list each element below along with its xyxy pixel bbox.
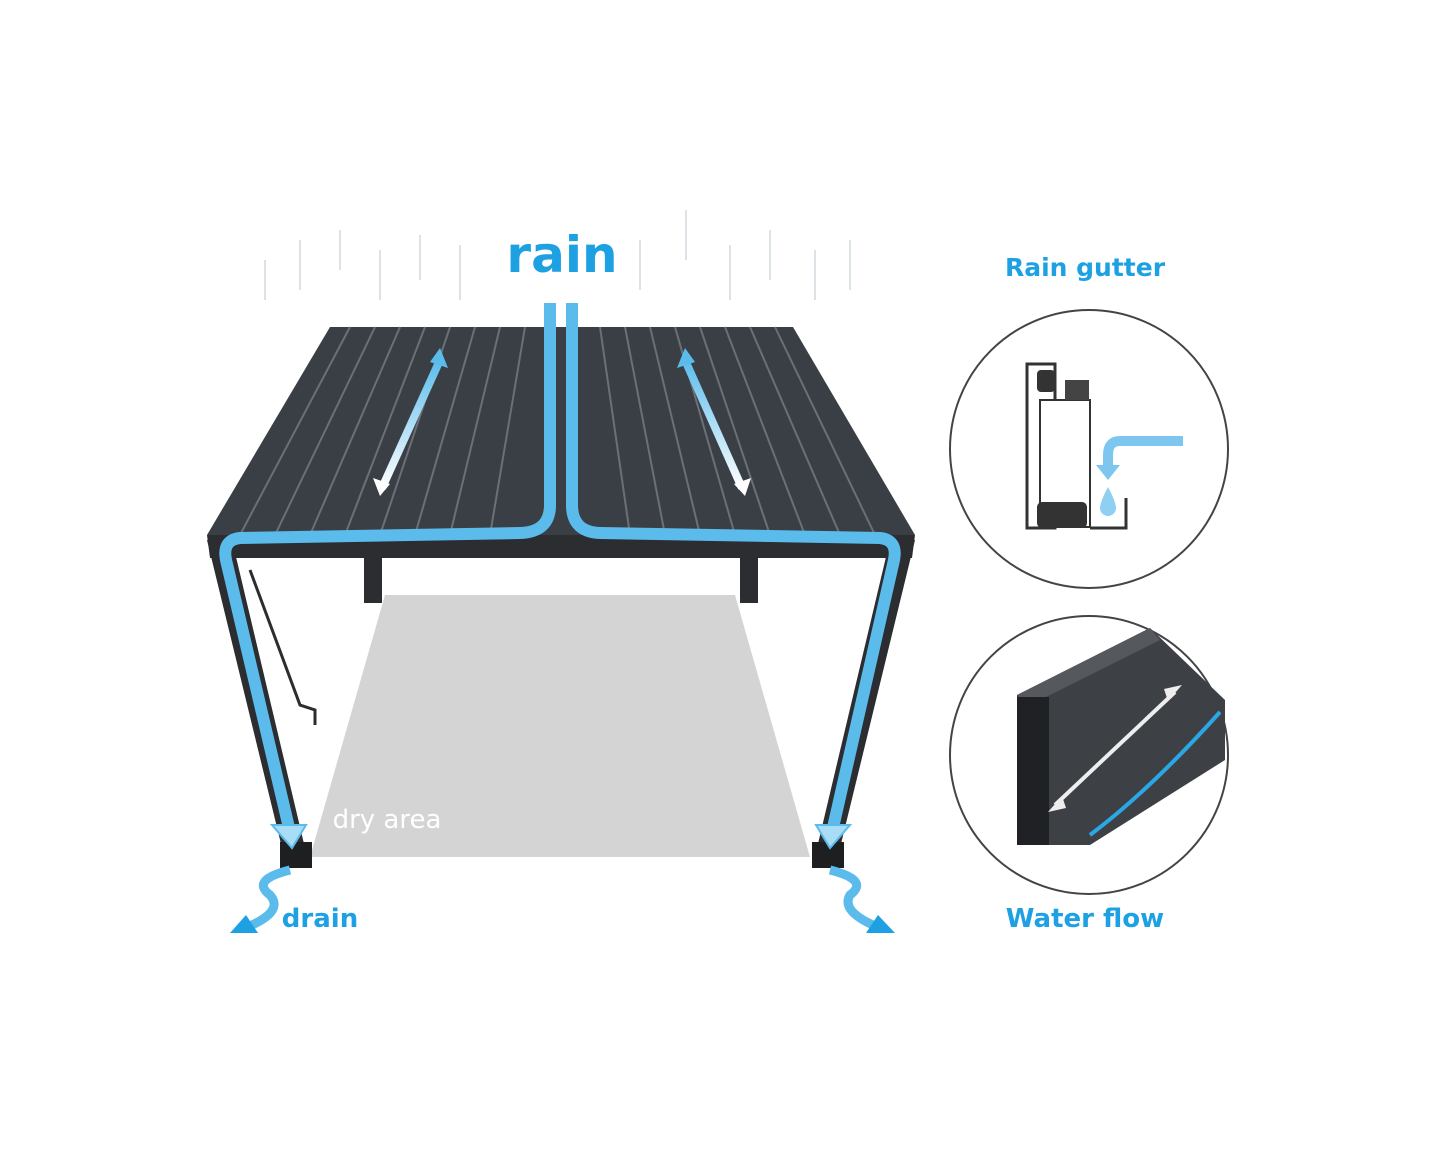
down-arrow-left — [269, 824, 308, 850]
louvers — [239, 326, 876, 536]
water-flow-detail — [949, 615, 1229, 895]
drain-label: drain — [281, 904, 359, 934]
water-flow-label: Water flow — [1005, 904, 1165, 934]
rain-gutter-detail — [949, 309, 1229, 589]
slope-arrow-left — [373, 348, 448, 496]
drain-arrowhead-right — [866, 915, 895, 933]
water-channel — [219, 303, 901, 834]
foot-left — [280, 842, 312, 868]
back-leg-left — [364, 555, 382, 603]
back-leg-right — [740, 555, 758, 603]
drain-arrow-left — [243, 865, 292, 933]
rain-label: rain — [506, 226, 618, 284]
water-drop-icon — [1100, 487, 1116, 516]
rain-gutter-label: Rain gutter — [1004, 253, 1166, 282]
louvered-roof — [207, 327, 915, 535]
rain-streaks — [264, 210, 851, 300]
drain-arrowhead-left — [230, 915, 258, 933]
down-arrow-right — [814, 824, 853, 850]
dry-area — [310, 595, 810, 857]
crank-handle — [248, 569, 317, 725]
drain-arrow-right — [828, 865, 882, 933]
dry-area-label: dry area — [332, 805, 442, 835]
slope-arrow-right — [677, 348, 751, 496]
